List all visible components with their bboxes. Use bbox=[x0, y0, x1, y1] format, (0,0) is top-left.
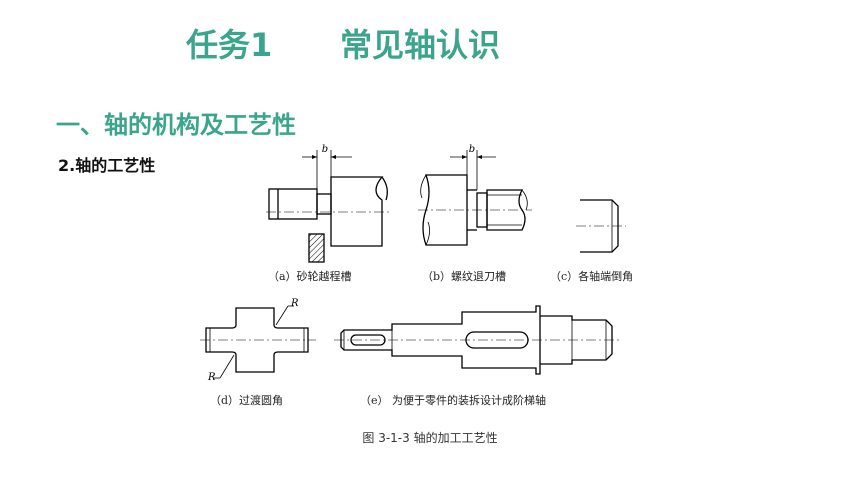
shaft-drawing-svg: b b R R （a）砂轮越程槽 （b）螺纹退刀槽 （c）各轴端倒角 （d）过渡… bbox=[200, 144, 633, 407]
shaft-figure: b b R R （a）砂轮越程槽 （b）螺纹退刀槽 （c）各轴端倒角 （d）过渡… bbox=[196, 140, 650, 412]
drawing-d-fillet bbox=[200, 305, 316, 379]
caption-c: （c）各轴端倒角 bbox=[550, 269, 633, 283]
label-b-b: b bbox=[469, 144, 475, 155]
label-r-top: R bbox=[290, 298, 299, 309]
drawing-a-grinding-groove bbox=[266, 150, 392, 263]
task-number: 任务1 bbox=[186, 26, 273, 64]
caption-a: （a）砂轮越程槽 bbox=[268, 269, 352, 283]
drawing-b-thread-groove bbox=[418, 150, 532, 246]
task-title: 常见轴认识 bbox=[340, 26, 501, 64]
figure-caption: 图 3-1-3 轴的加工工艺性 bbox=[362, 431, 498, 445]
section-heading: 一、轴的机构及工艺性 bbox=[56, 111, 296, 139]
caption-e: （e） 为便于零件的装拆设计成阶梯轴 bbox=[360, 393, 546, 407]
label-r-bottom: R bbox=[207, 372, 216, 383]
caption-b: （b）螺纹退刀槽 bbox=[422, 269, 506, 283]
slide-title: 任务1 常见轴认识 bbox=[0, 20, 860, 70]
caption-d: （d）过渡圆角 bbox=[210, 393, 283, 407]
subsection-heading: 2.轴的工艺性 bbox=[58, 156, 156, 175]
label-b-a: b bbox=[322, 144, 328, 155]
drawing-e-stepped-shaft bbox=[334, 305, 620, 375]
drawing-c-chamfer bbox=[576, 199, 626, 253]
